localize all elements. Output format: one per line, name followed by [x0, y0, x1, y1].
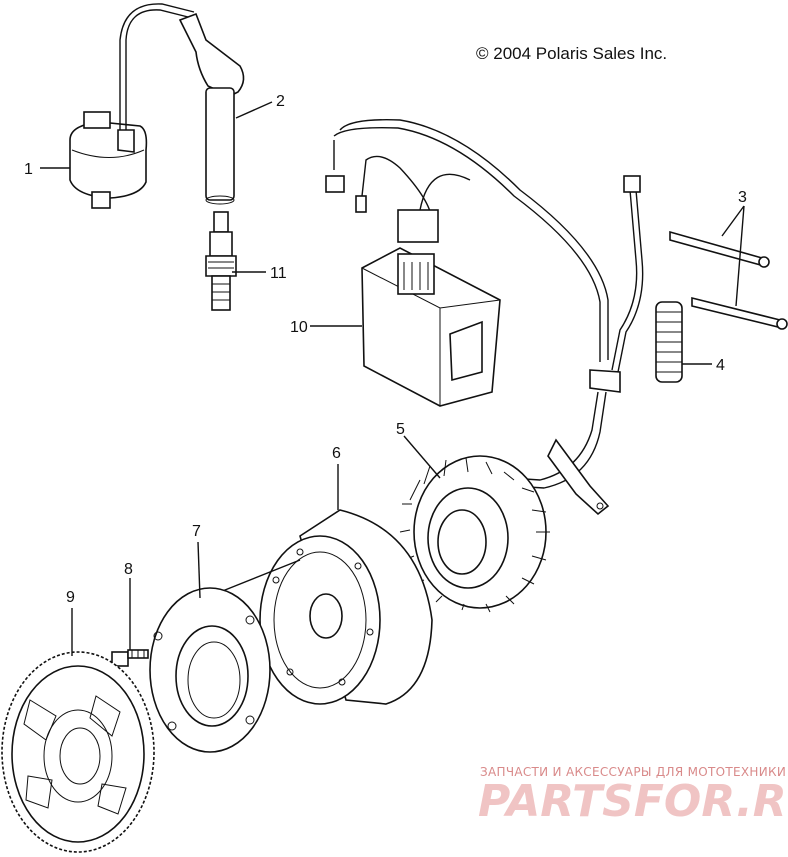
- callout-5: 5: [396, 421, 405, 438]
- ignition-coil: [69, 3, 195, 209]
- callout-11: 11: [270, 265, 287, 282]
- spark-plug-boot: [178, 12, 245, 205]
- callout-6: 6: [332, 445, 341, 462]
- callout-8: 8: [124, 561, 133, 578]
- callout-2: 2: [276, 93, 285, 110]
- callout-7: 7: [192, 523, 201, 540]
- screws: [669, 230, 788, 330]
- cdi-module: [361, 247, 501, 407]
- watermark-tagline: ЗАПЧАСТИ И АКСЕССУАРЫ ДЛЯ МОТОТЕХНИКИ: [480, 765, 786, 779]
- callout-3: 3: [738, 189, 747, 206]
- bolt: [111, 649, 149, 667]
- watermark: ЗАПЧАСТИ И АКСЕССУАРЫ ДЛЯ МОТОТЕХНИКИ PA…: [478, 765, 788, 827]
- spark-plug: [205, 211, 237, 311]
- callout-leaders: [40, 101, 745, 656]
- starter-clutch: [149, 559, 301, 753]
- watermark-logo: PARTSFOR.RU: [478, 776, 788, 827]
- callout-9: 9: [66, 589, 75, 606]
- callout-labels: 1 2 3 4 5 6 7 8 9 10 11: [24, 93, 747, 606]
- flywheel: [259, 509, 433, 705]
- stator: [399, 455, 550, 613]
- callout-1: 1: [24, 161, 33, 178]
- callout-10: 10: [290, 319, 308, 336]
- wiring-harness: [325, 119, 644, 516]
- starter-gear: [1, 651, 155, 853]
- grommet: [655, 301, 683, 383]
- copyright-text: © 2004 Polaris Sales Inc.: [476, 44, 667, 63]
- callout-4: 4: [716, 357, 725, 374]
